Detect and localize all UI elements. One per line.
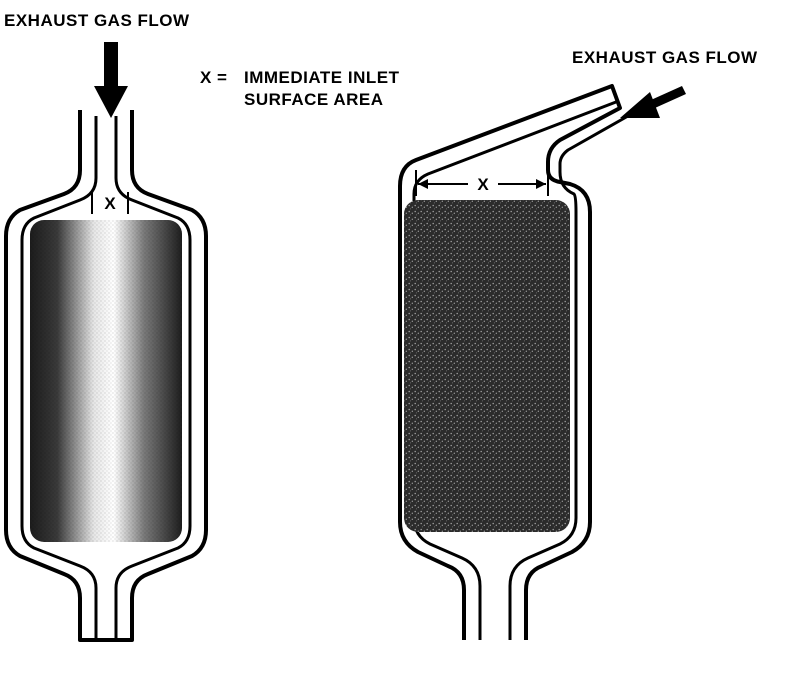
down-arrow-icon xyxy=(94,42,128,118)
left-converter: X xyxy=(4,42,208,642)
right-outer-shell xyxy=(398,84,622,640)
left-inner-shell xyxy=(20,116,192,640)
right-x-marker: X xyxy=(477,175,489,194)
legend-symbol: X = xyxy=(200,68,228,87)
right-inner-shell xyxy=(412,100,629,640)
left-outer-shell xyxy=(4,110,208,642)
left-x-marker: X xyxy=(104,194,116,213)
legend-description: IMMEDIATE INLET SURFACE AREA xyxy=(244,67,399,111)
legend-line-2: SURFACE AREA xyxy=(244,90,384,109)
right-substrate xyxy=(404,200,570,532)
right-converter: X xyxy=(398,84,686,640)
legend-line-1: IMMEDIATE INLET xyxy=(244,68,400,87)
flow-label-right: EXHAUST GAS FLOW xyxy=(572,48,758,67)
diagonal-arrow-icon xyxy=(620,86,686,118)
flow-label-left: EXHAUST GAS FLOW xyxy=(4,11,190,30)
